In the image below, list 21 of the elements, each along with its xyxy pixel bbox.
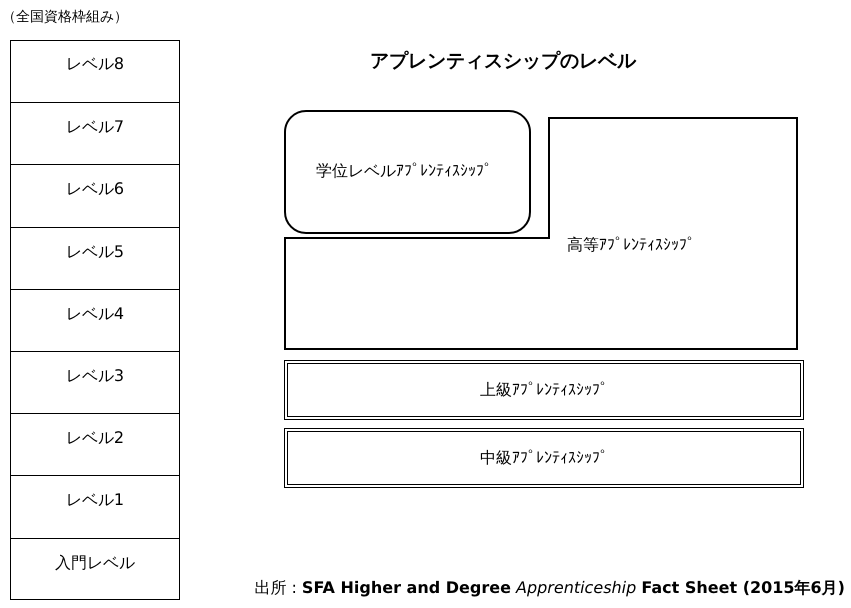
- level-label: レベル5: [64, 242, 126, 263]
- rounded-box: [284, 110, 531, 234]
- column-heading: （全国資格枠組み）: [2, 8, 128, 26]
- level-label: レベル2: [64, 428, 126, 450]
- source-caption: 出所 : SFA Higher and Degree Apprenticeship Fact Sheet (2015年6月): [254, 578, 845, 599]
- box-label: 高等ｱﾌﾟﾚﾝﾃｨｽｼｯﾌﾟ: [567, 235, 695, 256]
- level-box: [284, 428, 804, 488]
- level-label: レベル1: [64, 490, 126, 512]
- level-label: レベル8: [64, 54, 126, 75]
- level-label: 入門レベル: [54, 552, 136, 574]
- step-shaped-box: [284, 117, 798, 350]
- level-box: [284, 360, 804, 420]
- level-label: レベル3: [64, 366, 126, 387]
- level-label: レベル7: [64, 117, 126, 138]
- box-label: 上級ｱﾌﾟﾚﾝﾃｨｽｼｯﾌﾟ: [479, 380, 609, 401]
- diagram-title: アプレンティスシップのレベル: [370, 49, 636, 74]
- level-column: [10, 40, 180, 600]
- level-label: レベル4: [64, 304, 126, 325]
- level-label: レベル6: [64, 179, 126, 200]
- box-label: 中級ｱﾌﾟﾚﾝﾃｨｽｼｯﾌﾟ: [479, 448, 609, 469]
- box-label: 学位レベルｱﾌﾟﾚﾝﾃｨｽｼｯﾌﾟ: [316, 160, 493, 182]
